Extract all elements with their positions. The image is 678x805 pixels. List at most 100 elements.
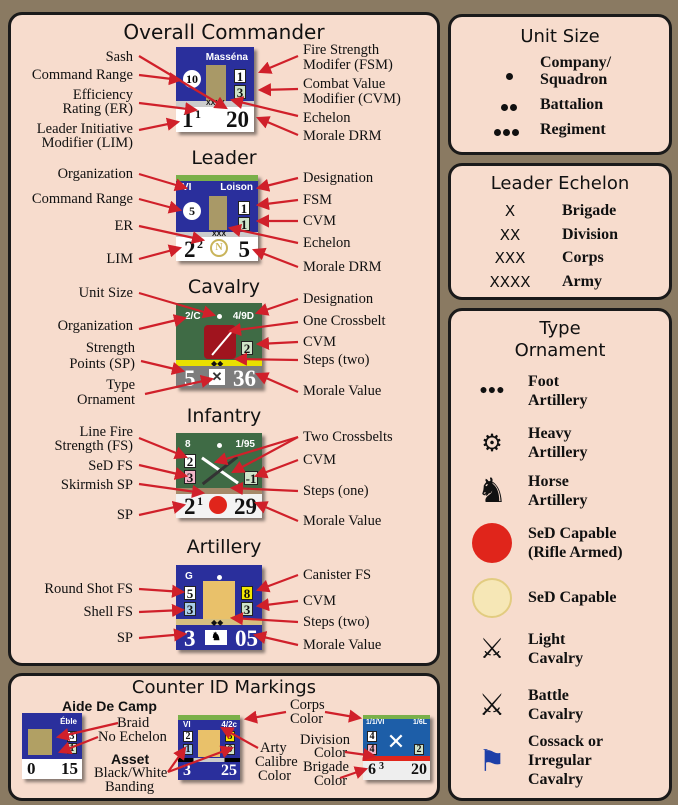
label-sp: SP [116, 630, 133, 646]
ornament-label: Artillery [528, 392, 588, 409]
cvm-value: -1 [244, 471, 258, 486]
echelon-symbol: XXX [494, 249, 526, 267]
sp: 5 [184, 366, 196, 388]
sp: 2 [184, 494, 196, 518]
label-calibre: Calibre [255, 754, 298, 770]
fs: 4 [367, 731, 377, 742]
heavy-artillery-icon: ⚙ [481, 430, 503, 457]
label-morale-value: Morale Value [303, 513, 382, 529]
ornament-label: Cavalry [528, 706, 584, 723]
label-sed-fs: SeD FS [88, 458, 133, 474]
sp: 3 [183, 762, 191, 779]
morale-drm: 5 [238, 237, 251, 261]
label-command-range: Command Range [31, 191, 133, 207]
skirmish: 3 [379, 761, 384, 772]
echelon-symbol: XX [499, 226, 521, 244]
label-lim: LIM [106, 251, 133, 267]
round-shot-fs: 5 [184, 586, 196, 601]
leader-name: Masséna [205, 52, 248, 63]
label-one-crossbelt: One Crossbelt [303, 313, 386, 329]
label-steps-one: Steps (one) [303, 483, 369, 499]
label-sp: Points (SP) [69, 356, 135, 372]
label-echelon: Echelon [303, 235, 351, 251]
label-organization: Organization [57, 318, 133, 334]
command-range: 5 [183, 202, 201, 220]
calibre-color-gun-icon [203, 581, 235, 619]
ornament-label: Battle [528, 687, 569, 704]
label-organization: Organization [57, 166, 133, 182]
morale: 15 [61, 759, 78, 778]
ornament-label: Irregular [528, 752, 592, 769]
light-cavalry-icon: ⚔ [479, 634, 505, 665]
label-arty: Arty [260, 740, 287, 756]
cvm: 0 [225, 744, 235, 755]
aide-de-camp-title: Aide De Camp [62, 698, 157, 714]
label-line-fire: Line Fire [79, 424, 133, 440]
label-banding: Banding [105, 779, 155, 795]
artillery-title: Artillery [186, 536, 262, 558]
echelon-name: Corps [562, 249, 604, 266]
label-corps-color: Color [290, 711, 324, 727]
designation: 4/9D [232, 311, 254, 322]
skirmish-sp: 1 [197, 494, 203, 508]
label-skirmish-sp: Skirmish SP [60, 477, 133, 493]
label-morale-value: Morale Value [303, 637, 382, 653]
label-strength: Strength [85, 340, 135, 356]
unit-size-panel [448, 14, 672, 155]
label-strength-fs: Strength (FS) [54, 438, 133, 454]
horse-artillery-ornament-icon: ♞ [205, 630, 227, 645]
type-title: Type [539, 318, 581, 339]
ornament-label: Horse [528, 473, 569, 490]
asset-counter: VI 4/2c 2 1 5 0 3 25 [178, 715, 240, 780]
lim: 1 [195, 107, 201, 121]
ornament-label: Foot [528, 373, 560, 390]
sed-fs: 4 [367, 744, 377, 755]
label-steps-two: Steps (two) [303, 614, 370, 630]
label-echelon: Echelon [303, 110, 351, 126]
leader-echelon-title: Leader Echelon [490, 173, 630, 194]
counter-id-title: Counter ID Markings [131, 677, 317, 698]
foot-artillery-icon: ●●● [479, 383, 505, 398]
fsm-value: 1 [238, 201, 250, 216]
label-lim: Leader Initiative [36, 121, 133, 137]
line-fs: 2 [184, 454, 196, 469]
canister: 5 [225, 731, 235, 742]
echelon: XXXX [206, 100, 225, 107]
morale-value: 29 [234, 494, 257, 518]
label-corps: Corps [290, 697, 325, 713]
echelon-symbol: XXXX [489, 273, 531, 291]
organization: 1/1/VI [366, 719, 385, 726]
label-black-white: Black/White [94, 765, 168, 781]
label-color: Color [258, 768, 292, 784]
designation: 1/95 [235, 439, 255, 450]
leader-echelon-panel [448, 163, 672, 300]
label-cvm: CVM [303, 593, 337, 609]
company-dot-icon [505, 66, 514, 84]
ornament-label: (Rifle Armed) [528, 544, 623, 561]
label-braid: Braid [117, 715, 150, 731]
company-dot-icon [217, 314, 222, 319]
label-two-crossbelts: Two Crossbelts [303, 429, 393, 445]
sp: 6 [368, 761, 376, 778]
er: 0 [27, 759, 36, 778]
round-shot: 2 [183, 731, 193, 742]
morale-value: 36 [233, 366, 256, 388]
steps-icon: ◆◆ [211, 618, 224, 627]
echelon-name: Army [562, 273, 602, 290]
sash-icon [206, 65, 226, 101]
ornament-label: Heavy [528, 425, 572, 442]
cvm-value: 1 [238, 217, 250, 232]
ornament-label: SeD Capable [528, 525, 617, 542]
label-er: ER [114, 218, 133, 234]
echelon: XXX [212, 231, 227, 238]
cvm-value: 3 [234, 85, 246, 100]
label-morale-drm: Morale DRM [303, 259, 382, 275]
cvm-value: 3 [241, 602, 253, 617]
shell-fs: 3 [184, 602, 196, 617]
er: 1 [182, 107, 194, 132]
cavalry-counter: 2/C 4/9D 2 ◆◆ 5 ✕ 36 [176, 303, 262, 388]
label-type: Type [106, 377, 135, 393]
sed-rifle-ornament-icon [209, 496, 227, 514]
label-ornament: Ornament [77, 392, 135, 408]
